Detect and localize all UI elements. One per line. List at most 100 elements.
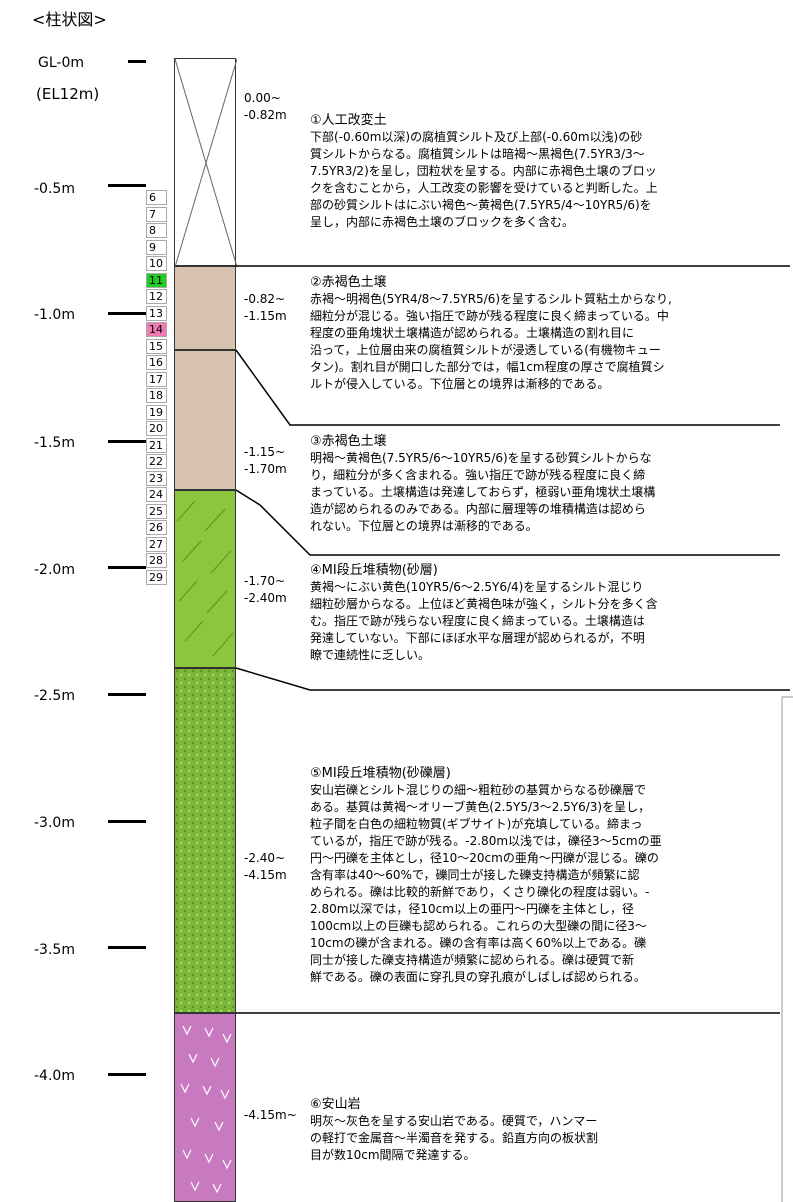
sample-number-12: 12: [146, 289, 167, 304]
depth-tick: [108, 312, 146, 315]
description-line: 明褐～黄褐色(7.5YR5/6～10YR5/6)を呈する砂質シルトからな: [310, 451, 652, 465]
sample-number-23: 23: [146, 471, 167, 486]
sample-number-7: 7: [146, 207, 167, 222]
layer-5-description: ⑤MⅠ段丘堆積物(砂礫層) 安山岩礫とシルト混じりの細～粗粒砂の基質からなる砂礫…: [310, 765, 662, 986]
layer-2-description: ②赤褐色土壌 赤褐～明褐色(5YR4/8～7.5YR5/6)を呈するシルト質粘土…: [310, 274, 672, 393]
depth-label-gl0: GL-0m: [38, 55, 84, 71]
layer-heading: ⑥安山岩: [310, 1097, 361, 1112]
description-line: 造が認められるのみである。内部に層理等の堆積構造は認めら: [310, 502, 646, 516]
description-line: 粒子間を白色の細粒物質(ギブサイト)が充填している。締まっ: [310, 817, 643, 831]
column-layer-3: [174, 350, 236, 490]
depth-tick: [108, 184, 146, 187]
layer-3-range: -1.15~ -1.70m: [244, 445, 287, 476]
description-line: 100cm以上の巨礫も認められる。これらの大型礫の間に径3～: [310, 919, 647, 933]
depth-tick: [108, 820, 146, 823]
description-line: められる。礫は比較的新鮮であり，くさり礫化の程度は弱い。-: [310, 885, 650, 899]
description-line: 呈し，内部に赤褐色土壌のブロックを多く含む。: [310, 215, 575, 229]
description-line: 部の砂質シルトはにぶい褐色～黄褐色(7.5YR5/4～10YR5/6)を: [310, 198, 652, 212]
description-line: り，細粒分が多く含まれる。強い指圧で跡が残る程度に良く締: [310, 468, 646, 482]
sample-number-24: 24: [146, 487, 167, 502]
column-layer-2: [174, 266, 236, 350]
description-line: 含有率は40～60%で，礫同士が接した礫支持構造が頻繁に認: [310, 868, 640, 882]
sample-number-10: 10: [146, 256, 167, 271]
depth-tick: [108, 693, 146, 696]
depth-label-40: -4.0m: [34, 1068, 75, 1084]
description-line: 7.5YR3/2)を呈し，団粒状を呈する。内部に赤褐色土壌のブロッ: [310, 164, 657, 178]
depth-tick: [108, 566, 146, 569]
crossed-box-pattern: [175, 59, 237, 267]
description-line: 瞭で連続性に乏しい。: [310, 648, 431, 662]
description-line: 鮮である。礫の表面に穿孔貝の穿孔痕がしばしば認められる。: [310, 970, 646, 984]
description-line: れない。下位層との境界は漸移的である。: [310, 519, 538, 533]
layer-6-description: ⑥安山岩 明灰～灰色を呈する安山岩である。硬質で，ハンマー の軽打で金属音～半濁…: [310, 1096, 598, 1164]
layer-4-range: -1.70~ -2.40m: [244, 574, 287, 605]
layer-2-range: -0.82~ -1.15m: [244, 292, 287, 323]
sample-number-19: 19: [146, 405, 167, 420]
depth-label-20: -2.0m: [34, 562, 75, 578]
description-line: 黄褐～にぶい黄色(10YR5/6～2.5Y6/4)を呈するシルト混じり: [310, 580, 644, 594]
layer-heading: ①人工改変土: [310, 113, 387, 128]
sample-number-29: 29: [146, 570, 167, 585]
description-line: 下部(-0.60m以深)の腐植質シルト及び上部(-0.60m以浅)の砂: [310, 130, 643, 144]
sample-number-6: 6: [146, 190, 167, 205]
depth-tick: [108, 946, 146, 949]
column-layer-5-gravel: [174, 668, 236, 1013]
sample-number-21: 21: [146, 438, 167, 453]
description-line: 質シルトからなる。腐植質シルトは暗褐～黒褐色(7.5YR3/3～: [310, 147, 645, 161]
sample-number-20: 20: [146, 421, 167, 436]
layer-3-description: ③赤褐色土壌 明褐～黄褐色(7.5YR5/6～10YR5/6)を呈する砂質シルト…: [310, 433, 655, 535]
depth-label-05: -0.5m: [34, 181, 75, 197]
layer-heading: ②赤褐色土壌: [310, 275, 387, 290]
description-line: ているが，指圧で跡が残る。-2.80m以浅では，礫径3～5cmの亜: [310, 834, 662, 848]
description-line: む。指圧で跡が残らない程度に良く締まっている。土壌構造は: [310, 614, 645, 628]
description-line: の軽打で金属音～半濁音を発する。鉛直方向の板状割: [310, 1131, 599, 1145]
description-line: 安山岩礫とシルト混じりの細～粗粒砂の基質からなる砂礫層で: [310, 783, 647, 797]
sample-number-11: 11: [146, 273, 167, 288]
description-line: 細粒砂層からなる。上位ほど黄褐色味が強く，シルト分を多く含: [310, 597, 658, 611]
description-line: 赤褐～明褐色(5YR4/8～7.5YR5/6)を呈するシルト質粘土からなり,: [310, 292, 672, 306]
description-line: クを含むことから，人工改変の影響を受けていると判断した。上: [310, 181, 658, 195]
description-line: タン)。割れ目が開口した部分では，幅1cm程度の厚さで腐植質シ: [310, 360, 665, 374]
column-fill-layer: [174, 58, 237, 267]
layer-heading: ③赤褐色土壌: [310, 434, 387, 449]
description-line: 程度の亜角塊状土壌構造が認められる。土壌構造の割れ目に: [310, 326, 635, 340]
description-line: 10cmの礫が含まれる。礫の含有率は高く60%以上である。礫: [310, 936, 647, 950]
depth-label-el: (EL12m): [36, 85, 100, 103]
sample-number-13: 13: [146, 306, 167, 321]
sample-number-16: 16: [146, 355, 167, 370]
sample-number-25: 25: [146, 504, 167, 519]
andesite-v-pattern: [180, 1025, 232, 1194]
depth-tick: [108, 1073, 146, 1076]
layer-heading: ⑤MⅠ段丘堆積物(砂礫層): [310, 766, 451, 781]
sample-number-18: 18: [146, 388, 167, 403]
description-line: 同士が接した礫支持構造が頻繁に認められる。礫は硬質で新: [310, 953, 635, 967]
sample-number-22: 22: [146, 454, 167, 469]
description-line: 沿って，上位層由来の腐植質シルトが浸透している(有機物キュー: [310, 343, 661, 357]
description-line: 円～円礫を主体とし，径10～20cmの亜角～円礫が混じる。礫の: [310, 851, 659, 865]
sample-number-9: 9: [146, 240, 167, 255]
description-line: まっている。土壌構造は発達しておらず，極弱い亜角塊状土壌構: [310, 485, 656, 499]
description-line: 2.80m以深では，径10cm以上の亜円～円礫を主体とし，径: [310, 902, 634, 916]
layer-6-range: -4.15m~: [244, 1108, 297, 1122]
depth-label-35: -3.5m: [34, 942, 75, 958]
sample-number-28: 28: [146, 553, 167, 568]
column-layer-4-sand: [174, 490, 236, 668]
sand-hatch-pattern: [176, 500, 234, 657]
layer-4-description: ④MⅠ段丘堆積物(砂層) 黄褐～にぶい黄色(10YR5/6～2.5Y6/4)を呈…: [310, 562, 658, 664]
sample-number-15: 15: [146, 339, 167, 354]
depth-label-10: -1.0m: [34, 307, 75, 323]
description-line: 明灰～灰色を呈する安山岩である。硬質で，ハンマー: [310, 1114, 598, 1128]
layer-1-description: ①人工改変土 下部(-0.60m以深)の腐植質シルト及び上部(-0.60m以浅)…: [310, 112, 658, 231]
layer-heading: ④MⅠ段丘堆積物(砂層): [310, 563, 438, 578]
depth-tick: [108, 440, 146, 443]
depth-label-15: -1.5m: [34, 435, 75, 451]
sample-number-14: 14: [146, 322, 167, 337]
description-line: 目が数10cm間隔で発達する。: [310, 1148, 476, 1162]
page-title: <柱状図>: [32, 10, 107, 29]
column-layer-6-andesite: [174, 1013, 236, 1202]
description-line: ある。基質は黄褐～オリーブ黄色(2.5Y5/3～2.5Y6/3)を呈し，: [310, 800, 651, 814]
sample-number-17: 17: [146, 372, 167, 387]
depth-label-30: -3.0m: [34, 815, 75, 831]
layer-5-range: -2.40~ -4.15m: [244, 851, 287, 882]
layer-1-range: 0.00~ -0.82m: [244, 91, 287, 122]
